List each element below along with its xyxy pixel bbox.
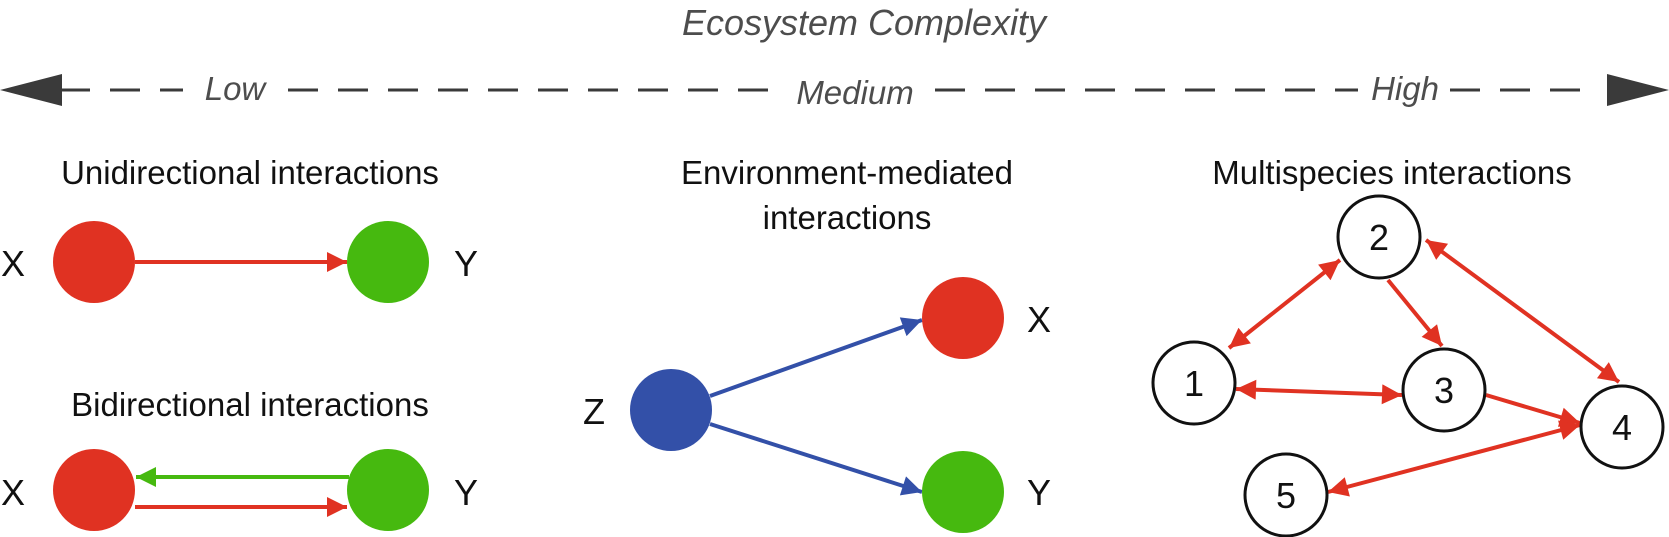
species-x-label: X — [1, 243, 25, 284]
environment-z-label: Z — [583, 391, 605, 432]
species-node-2-label: 2 — [1369, 217, 1389, 258]
species-y-label: Y — [1027, 472, 1051, 513]
diagram-title: Ecosystem Complexity — [682, 2, 1048, 43]
species-y-label: Y — [454, 243, 478, 284]
species-node-5: 5 — [1243, 452, 1329, 537]
species-node-3: 3 — [1401, 347, 1487, 433]
unidirectional-title: Unidirectional interactions — [61, 154, 439, 191]
multispecies-panel: Multispecies interactions 1 2 3 4 5 — [1151, 154, 1665, 537]
unidirectional-panel: Unidirectional interactions X Y — [1, 154, 478, 303]
multispecies-title: Multispecies interactions — [1212, 154, 1572, 191]
species-node-4: 4 — [1579, 384, 1665, 470]
species-x-node — [922, 277, 1004, 359]
species-x-node — [53, 221, 135, 303]
complexity-axis: Low Medium High — [0, 70, 1669, 111]
scale-high-label: High — [1371, 70, 1439, 107]
environment-mediated-panel: Environment-mediated interactions Z X Y — [583, 154, 1051, 533]
environment-title-line2: interactions — [763, 199, 932, 236]
species-node-2: 2 — [1336, 194, 1422, 280]
environment-arrow-z-to-y — [709, 422, 923, 496]
environment-title-line1: Environment-mediated — [681, 154, 1013, 191]
scale-medium-label: Medium — [796, 74, 913, 111]
species-y-label: Y — [454, 472, 478, 513]
species-y-node — [347, 221, 429, 303]
axis-right-arrowhead — [1607, 74, 1669, 106]
axis-left-arrowhead — [0, 74, 62, 106]
species-x-node — [53, 449, 135, 531]
species-y-node — [922, 451, 1004, 533]
interaction-edge-3-4 — [1485, 393, 1581, 427]
species-x-label: X — [1, 472, 25, 513]
species-x-label: X — [1027, 299, 1051, 340]
species-node-5-label: 5 — [1276, 475, 1296, 516]
bidirectional-panel: Bidirectional interactions X Y — [1, 386, 478, 531]
interaction-edge-2-3 — [1386, 278, 1444, 348]
species-node-1-label: 1 — [1184, 363, 1204, 404]
interaction-edge-1-3 — [1235, 379, 1403, 405]
species-node-3-label: 3 — [1434, 370, 1454, 411]
scale-low-label: Low — [205, 70, 268, 107]
species-node-1: 1 — [1151, 340, 1237, 426]
environment-arrow-z-to-x — [709, 317, 923, 398]
interaction-edge-2-4 — [1424, 238, 1621, 384]
bidirectional-title: Bidirectional interactions — [71, 386, 429, 423]
species-y-node — [347, 449, 429, 531]
environment-z-node — [630, 369, 712, 451]
species-node-4-label: 4 — [1612, 407, 1632, 448]
interaction-edge-4-5 — [1327, 420, 1581, 497]
interaction-edge-1-2 — [1227, 258, 1342, 350]
